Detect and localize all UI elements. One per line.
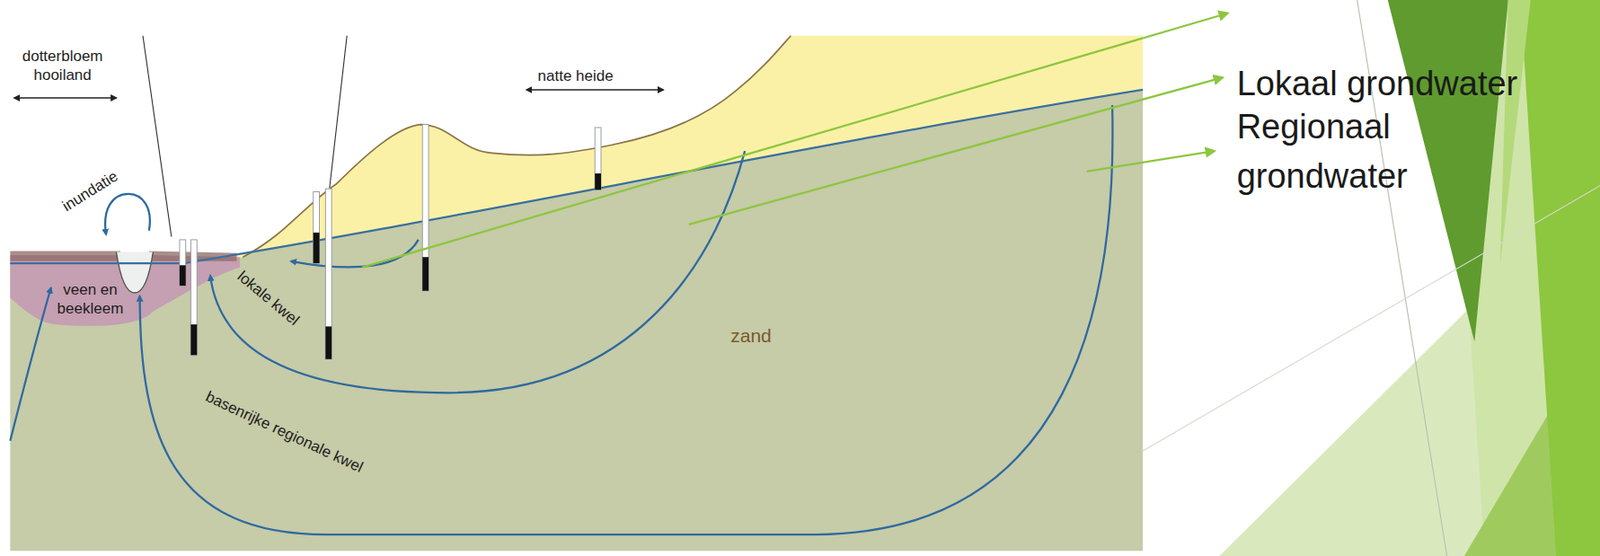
layer-label: zand xyxy=(730,324,772,347)
pointer-line xyxy=(329,35,347,188)
callout-label: Regionaal grondwater xyxy=(1237,102,1471,202)
process-label: inundatie xyxy=(59,167,122,216)
flow-label: lokale kwel xyxy=(232,267,302,330)
flow-lines xyxy=(9,105,1113,535)
piezometer-tube xyxy=(179,239,186,286)
piezometer-filter xyxy=(179,265,186,286)
piezometer-filter xyxy=(325,326,332,359)
piezometer xyxy=(313,192,320,265)
regional-seepage-line xyxy=(140,105,1114,535)
leader-lines xyxy=(362,13,1228,268)
inundation-arrow xyxy=(105,194,151,235)
piezometer-tube xyxy=(313,192,320,265)
piezometer-tube xyxy=(422,124,429,292)
flow-label: basenrijke regionale kwel xyxy=(202,388,366,478)
brook-channel xyxy=(115,252,153,293)
slide-decoration xyxy=(1142,0,1600,556)
piezometer-filter xyxy=(594,173,602,190)
deco-triangle xyxy=(1520,0,1600,556)
piezometer-filter xyxy=(190,324,197,355)
piezometer xyxy=(594,127,602,190)
piezometer-filter xyxy=(313,232,320,264)
piezometer-tube xyxy=(190,239,197,355)
piezometer-tube xyxy=(594,127,602,190)
groundwater-table xyxy=(9,89,1143,264)
callout-label: Lokaal grondwater xyxy=(1237,59,1519,109)
piezometer xyxy=(190,239,197,355)
piezometer-tube xyxy=(325,188,332,360)
area-label: natte heide xyxy=(538,67,614,86)
leader-arrow xyxy=(689,77,1223,225)
deco-triangle xyxy=(1500,0,1531,266)
regional-seepage-line xyxy=(9,287,51,441)
piezometer xyxy=(422,124,429,292)
piezometers xyxy=(179,124,602,360)
piezometer xyxy=(179,239,186,286)
piezometer-filter xyxy=(422,256,429,291)
leader-arrow xyxy=(1087,150,1215,172)
local-flow-line xyxy=(291,239,419,268)
deco-line xyxy=(1142,185,1600,451)
area-label: dotterbloem hooiland xyxy=(12,47,114,85)
local-seepage-line xyxy=(210,150,745,393)
extent-arrow xyxy=(526,88,663,90)
extent-arrow xyxy=(14,97,117,98)
leader-arrow xyxy=(362,13,1228,268)
piezometer xyxy=(325,188,332,360)
layer-label: veen en beekleem xyxy=(55,281,124,319)
hill-surface xyxy=(242,35,791,257)
